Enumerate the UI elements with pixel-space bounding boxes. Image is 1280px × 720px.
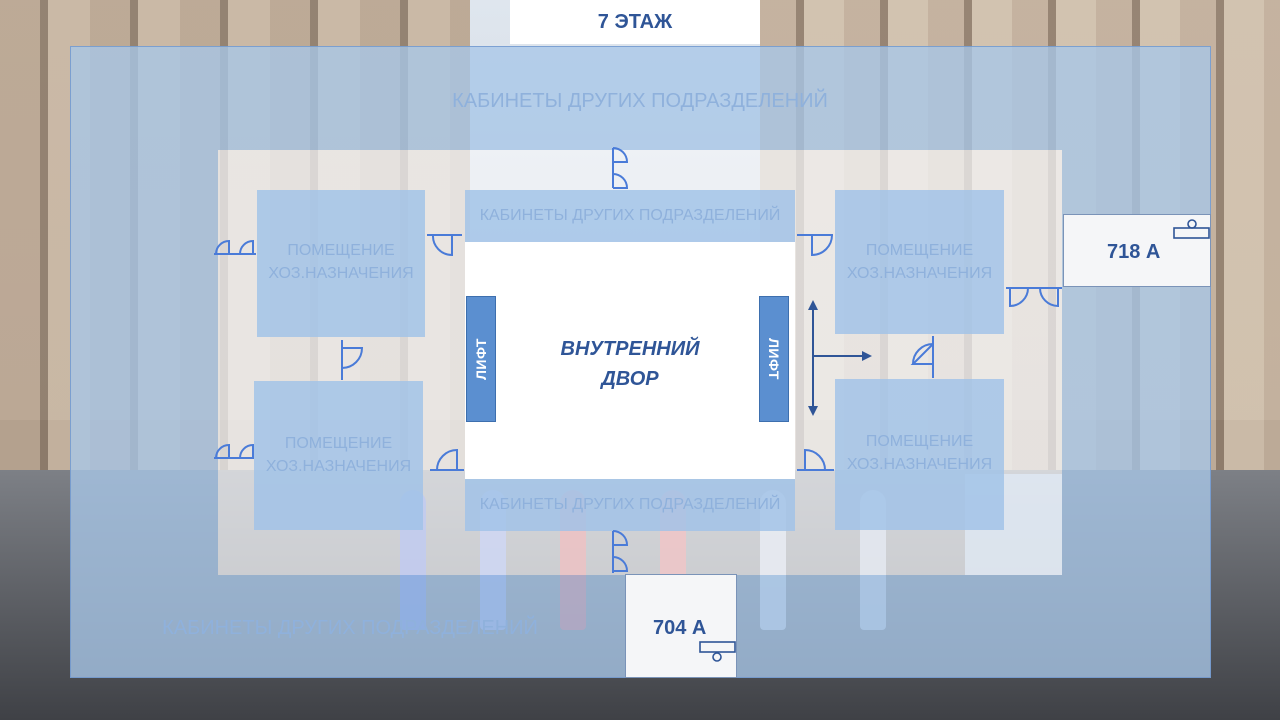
area-label-bottom: КАБИНЕТЫ ДРУГИХ ПОДРАЗДЕЛЕНИЙ	[162, 617, 538, 639]
floor-title-box: 7 ЭТАЖ	[510, 0, 760, 44]
area-label-top: КАБИНЕТЫ ДРУГИХ ПОДРАЗДЕЛЕНИЙ	[452, 90, 828, 112]
inner-offices-bottom[interactable]: КАБИНЕТЫ ДРУГИХ ПОДРАЗДЕЛЕНИЙ	[465, 479, 795, 531]
utility-room-bottom-left[interactable]: ПОМЕЩЕНИЕ ХОЗ.НАЗНАЧЕНИЯ	[254, 381, 423, 530]
utility-room-label-line2: ХОЗ.НАЗНАЧЕНИЯ	[846, 456, 993, 473]
utility-room-top-right[interactable]: ПОМЕЩЕНИЕ ХОЗ.НАЗНАЧЕНИЯ	[835, 190, 1004, 334]
utility-room-label-line2: ХОЗ.НАЗНАЧЕНИЯ	[265, 458, 412, 475]
floor-title: 7 ЭТАЖ	[597, 10, 673, 33]
office-718a[interactable]: 718 А	[1063, 214, 1211, 287]
lift-left[interactable]: ЛИФТ	[466, 296, 496, 422]
office-704a[interactable]: 704 А	[625, 574, 737, 678]
inner-offices-top[interactable]: КАБИНЕТЫ ДРУГИХ ПОДРАЗДЕЛЕНИЙ	[465, 190, 795, 242]
outer-zone-top	[70, 46, 1211, 150]
inner-offices-top-label: КАБИНЕТЫ ДРУГИХ ПОДРАЗДЕЛЕНИЙ	[479, 207, 781, 224]
courtyard-label: ВНУТРЕННИЙ ДВОР	[465, 334, 795, 394]
utility-room-label-line1: ПОМЕЩЕНИЕ	[865, 433, 974, 450]
lift-right[interactable]: ЛИФТ	[759, 296, 789, 422]
lift-left-label: ЛИФТ	[473, 338, 489, 380]
office-704a-label: 704 А	[653, 617, 707, 639]
inner-offices-bottom-label: КАБИНЕТЫ ДРУГИХ ПОДРАЗДЕЛЕНИЙ	[479, 496, 781, 513]
outer-zone-left	[70, 150, 218, 575]
utility-room-top-left[interactable]: ПОМЕЩЕНИЕ ХОЗ.НАЗНАЧЕНИЯ	[257, 190, 425, 337]
utility-room-label-line2: ХОЗ.НАЗНАЧЕНИЯ	[846, 265, 993, 282]
inner-courtyard: ВНУТРЕННИЙ ДВОР	[465, 242, 795, 479]
utility-room-label-line1: ПОМЕЩЕНИЕ	[287, 242, 395, 259]
lift-right-label: ЛИФТ	[766, 338, 782, 380]
utility-room-label-line1: ПОМЕЩЕНИЕ	[284, 435, 393, 452]
utility-room-label-line2: ХОЗ.НАЗНАЧЕНИЯ	[268, 265, 414, 282]
utility-room-bottom-right[interactable]: ПОМЕЩЕНИЕ ХОЗ.НАЗНАЧЕНИЯ	[835, 379, 1004, 530]
utility-room-label-line1: ПОМЕЩЕНИЕ	[865, 242, 974, 259]
courtyard-label-line2: ДВОР	[601, 368, 659, 390]
office-718a-label: 718 А	[1107, 241, 1161, 263]
courtyard-label-line1: ВНУТРЕННИЙ	[560, 338, 700, 360]
